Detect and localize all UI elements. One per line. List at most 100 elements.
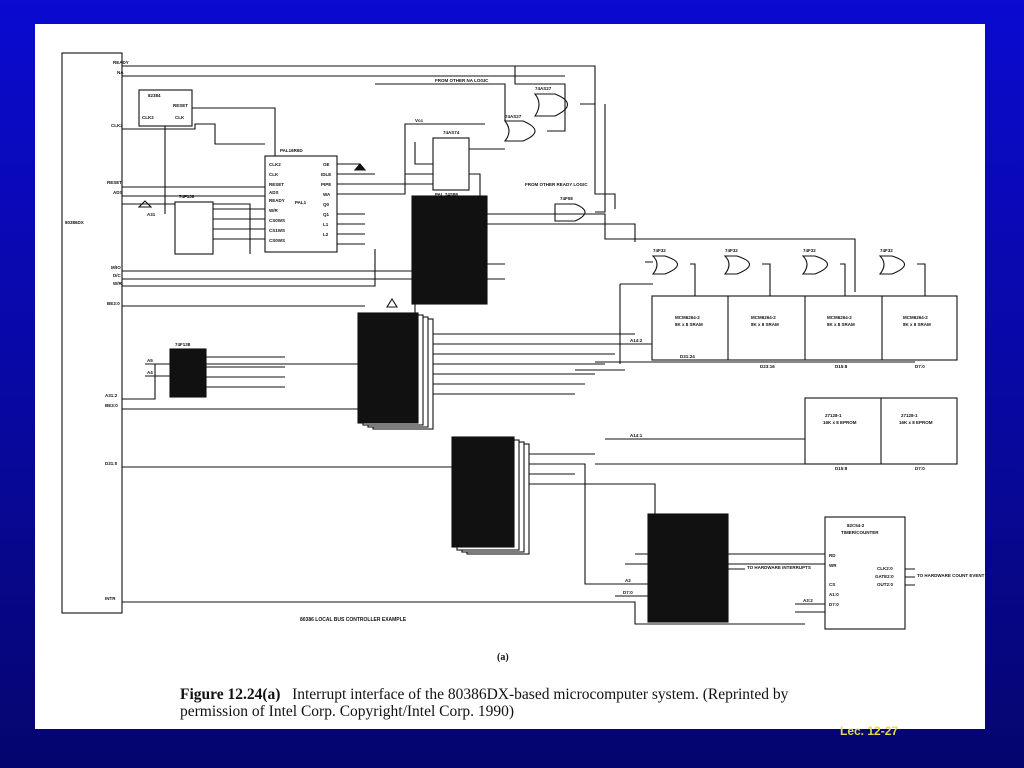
gate-74f08: 74F08 bbox=[560, 196, 573, 201]
cpu-pin-be-2: BE3:0 bbox=[105, 403, 118, 408]
bus-controller-label: 80386 LOCAL BUS CONTROLLER EXAMPLE bbox=[300, 617, 407, 623]
sram-desc-3: 8K x 8 SRAM bbox=[827, 322, 855, 327]
cpu-pin-na: NA bbox=[117, 70, 124, 75]
clock-gen-pin-reset: RESET bbox=[173, 103, 188, 108]
pic-in-data: D7:0 bbox=[623, 590, 633, 595]
cpu-pin-intr: INTR bbox=[105, 596, 116, 601]
pal-pin-pipe: PIPE bbox=[321, 182, 331, 187]
vcc-label: Vcc bbox=[415, 118, 424, 123]
eprom-part-1: 27128-1 bbox=[825, 413, 842, 418]
or-gate-3-label: 74F32 bbox=[803, 248, 816, 253]
pal-pin-cs1ws: CS1WS bbox=[269, 228, 285, 233]
timer-pin-out: OUT2:0 bbox=[877, 582, 894, 587]
and-gate-3 bbox=[554, 203, 586, 222]
figure-caption-text: Interrupt interface of the 80386DX-based… bbox=[180, 686, 789, 720]
pal-pin-wr: W/R bbox=[269, 208, 278, 213]
and-gate-1 bbox=[533, 93, 569, 117]
cpu-pin-data: D31:0 bbox=[105, 461, 118, 466]
pal-pin-reset: RESET bbox=[269, 182, 284, 187]
sram-bus-4: D7:0 bbox=[915, 364, 925, 369]
timer-name: 82C54-2 bbox=[847, 523, 865, 528]
or-gate-2 bbox=[723, 255, 751, 275]
timer-pin-wr: WR bbox=[829, 563, 837, 568]
timer-pin-d: D7:0 bbox=[829, 602, 839, 607]
decoder2-name: 74F138 bbox=[175, 342, 191, 347]
cpu-pin-clk2: CLK2 bbox=[111, 123, 123, 128]
cpu-pin-reset: RESET bbox=[107, 180, 122, 185]
pal-name: PAL16R6D bbox=[280, 148, 303, 153]
cpu-pin-address: A31:2 bbox=[105, 393, 118, 398]
decoder2-in-a4: A4 bbox=[147, 370, 153, 375]
pal-pin-oe: OE bbox=[323, 162, 330, 167]
or-gate-2-label: 74F32 bbox=[725, 248, 738, 253]
sram-part-2: MCM6264-2 bbox=[751, 315, 776, 320]
sram-bus-1: D31:24 bbox=[680, 354, 695, 359]
logic-chip-1 bbox=[411, 195, 488, 305]
timer-pin-clk: CLK2:0 bbox=[877, 566, 893, 571]
eprom-addr-label: A14:1 bbox=[630, 433, 643, 438]
timer-block bbox=[824, 516, 906, 630]
or-gate-3 bbox=[801, 255, 829, 275]
cpu-pin-dc: D/C bbox=[113, 273, 122, 278]
timer-pin-a: A1:0 bbox=[829, 592, 839, 597]
flip-flop-block bbox=[432, 137, 470, 191]
gate-74as27-1: 74AS27 bbox=[535, 86, 552, 91]
pal-pin-clk2: CLK2 bbox=[269, 162, 281, 167]
clock-gen-pin-clk: CLK bbox=[175, 115, 185, 120]
sram-part-4: MCM6264-2 bbox=[903, 315, 928, 320]
cpu-pin-ready: READY bbox=[113, 60, 129, 65]
pal-pin-cs0ws: CS0WS bbox=[269, 218, 285, 223]
pic-to-label: TO HARDWARE INTERRUPTS bbox=[747, 565, 811, 570]
eprom-desc-2: 16K x 8 EPROM bbox=[899, 420, 933, 425]
decoder2-in-a5: A5 bbox=[147, 358, 153, 363]
decoder1-pin-a31: A31 bbox=[147, 212, 156, 217]
pal-pin-clk: CLK bbox=[269, 172, 279, 177]
cpu-pin-be: BE3:0 bbox=[107, 301, 120, 306]
sram-bus-3: D15:8 bbox=[835, 364, 848, 369]
eprom-part-2: 27128-1 bbox=[901, 413, 918, 418]
sram-desc-1: 8K x 8 SRAM bbox=[675, 322, 703, 327]
gate-74as27-2: 74AS27 bbox=[505, 114, 522, 119]
cpu-pin-wr: W/R bbox=[113, 281, 122, 286]
cpu-pin-mio: M/IO bbox=[111, 265, 121, 270]
interrupt-controller-chip bbox=[647, 513, 729, 623]
sram-bus-2: D23:16 bbox=[760, 364, 775, 369]
pal-pin-l2: L2 bbox=[323, 232, 329, 237]
clock-gen-name: 82384 bbox=[148, 93, 161, 98]
transceiver-chip-stack bbox=[451, 436, 515, 548]
sram-desc-4: 8K x 8 SRAM bbox=[903, 322, 931, 327]
figure-caption: Figure 12.24(a) Interrupt interface of t… bbox=[180, 686, 840, 720]
decoder1-block bbox=[174, 201, 214, 255]
timer-to-label: TO HARDWARE COUNT EVENT bbox=[917, 573, 985, 578]
pal-pin-ads: ADS bbox=[269, 190, 279, 195]
or-gate-4-label: 74F32 bbox=[880, 248, 893, 253]
pal-pin-l1: L1 bbox=[323, 222, 329, 227]
pal-center-label: PAL1 bbox=[295, 200, 307, 205]
decoder2-block bbox=[169, 348, 207, 398]
cpu-block bbox=[61, 52, 123, 614]
pal-pin-q0: Q0 bbox=[323, 202, 330, 207]
timer-pin-gate: GATE2:0 bbox=[875, 574, 894, 579]
schematic-diagram: READY NA CLK2 RESET ADS 80386DX M/IO D/C… bbox=[61, 52, 985, 630]
or-gate-4 bbox=[878, 255, 906, 275]
eprom-desc-1: 16K x 8 EPROM bbox=[823, 420, 857, 425]
pal-pin-ready: READY bbox=[269, 198, 285, 203]
or-gate-1 bbox=[651, 255, 679, 275]
flip-flop-sub: PAL 74S88 bbox=[435, 192, 458, 197]
subfigure-label: (a) bbox=[497, 652, 509, 663]
from-other-na-label: FROM OTHER NA LOGIC bbox=[435, 78, 489, 83]
pic-in-a2: A2 bbox=[625, 578, 631, 583]
clock-generator-block bbox=[138, 89, 193, 127]
pal-pin-q1: Q1 bbox=[323, 212, 330, 217]
eprom-bus-2: D7:0 bbox=[915, 466, 925, 471]
latch-chip-stack bbox=[357, 312, 419, 424]
and-gate-2 bbox=[503, 120, 536, 142]
eprom-bus-1: D15:8 bbox=[835, 466, 848, 471]
figure-number: Figure 12.24(a) bbox=[180, 686, 281, 703]
slide-footer-tag: Lec. 12-27 bbox=[840, 724, 899, 738]
pal-pin-idle: IDLE bbox=[321, 172, 331, 177]
timer-sub: TIMER/COUNTER bbox=[841, 530, 879, 535]
sram-addr-label: A14:2 bbox=[630, 338, 643, 343]
pal-pin-wa: WA bbox=[323, 192, 331, 197]
cpu-name: 80386DX bbox=[65, 220, 84, 225]
